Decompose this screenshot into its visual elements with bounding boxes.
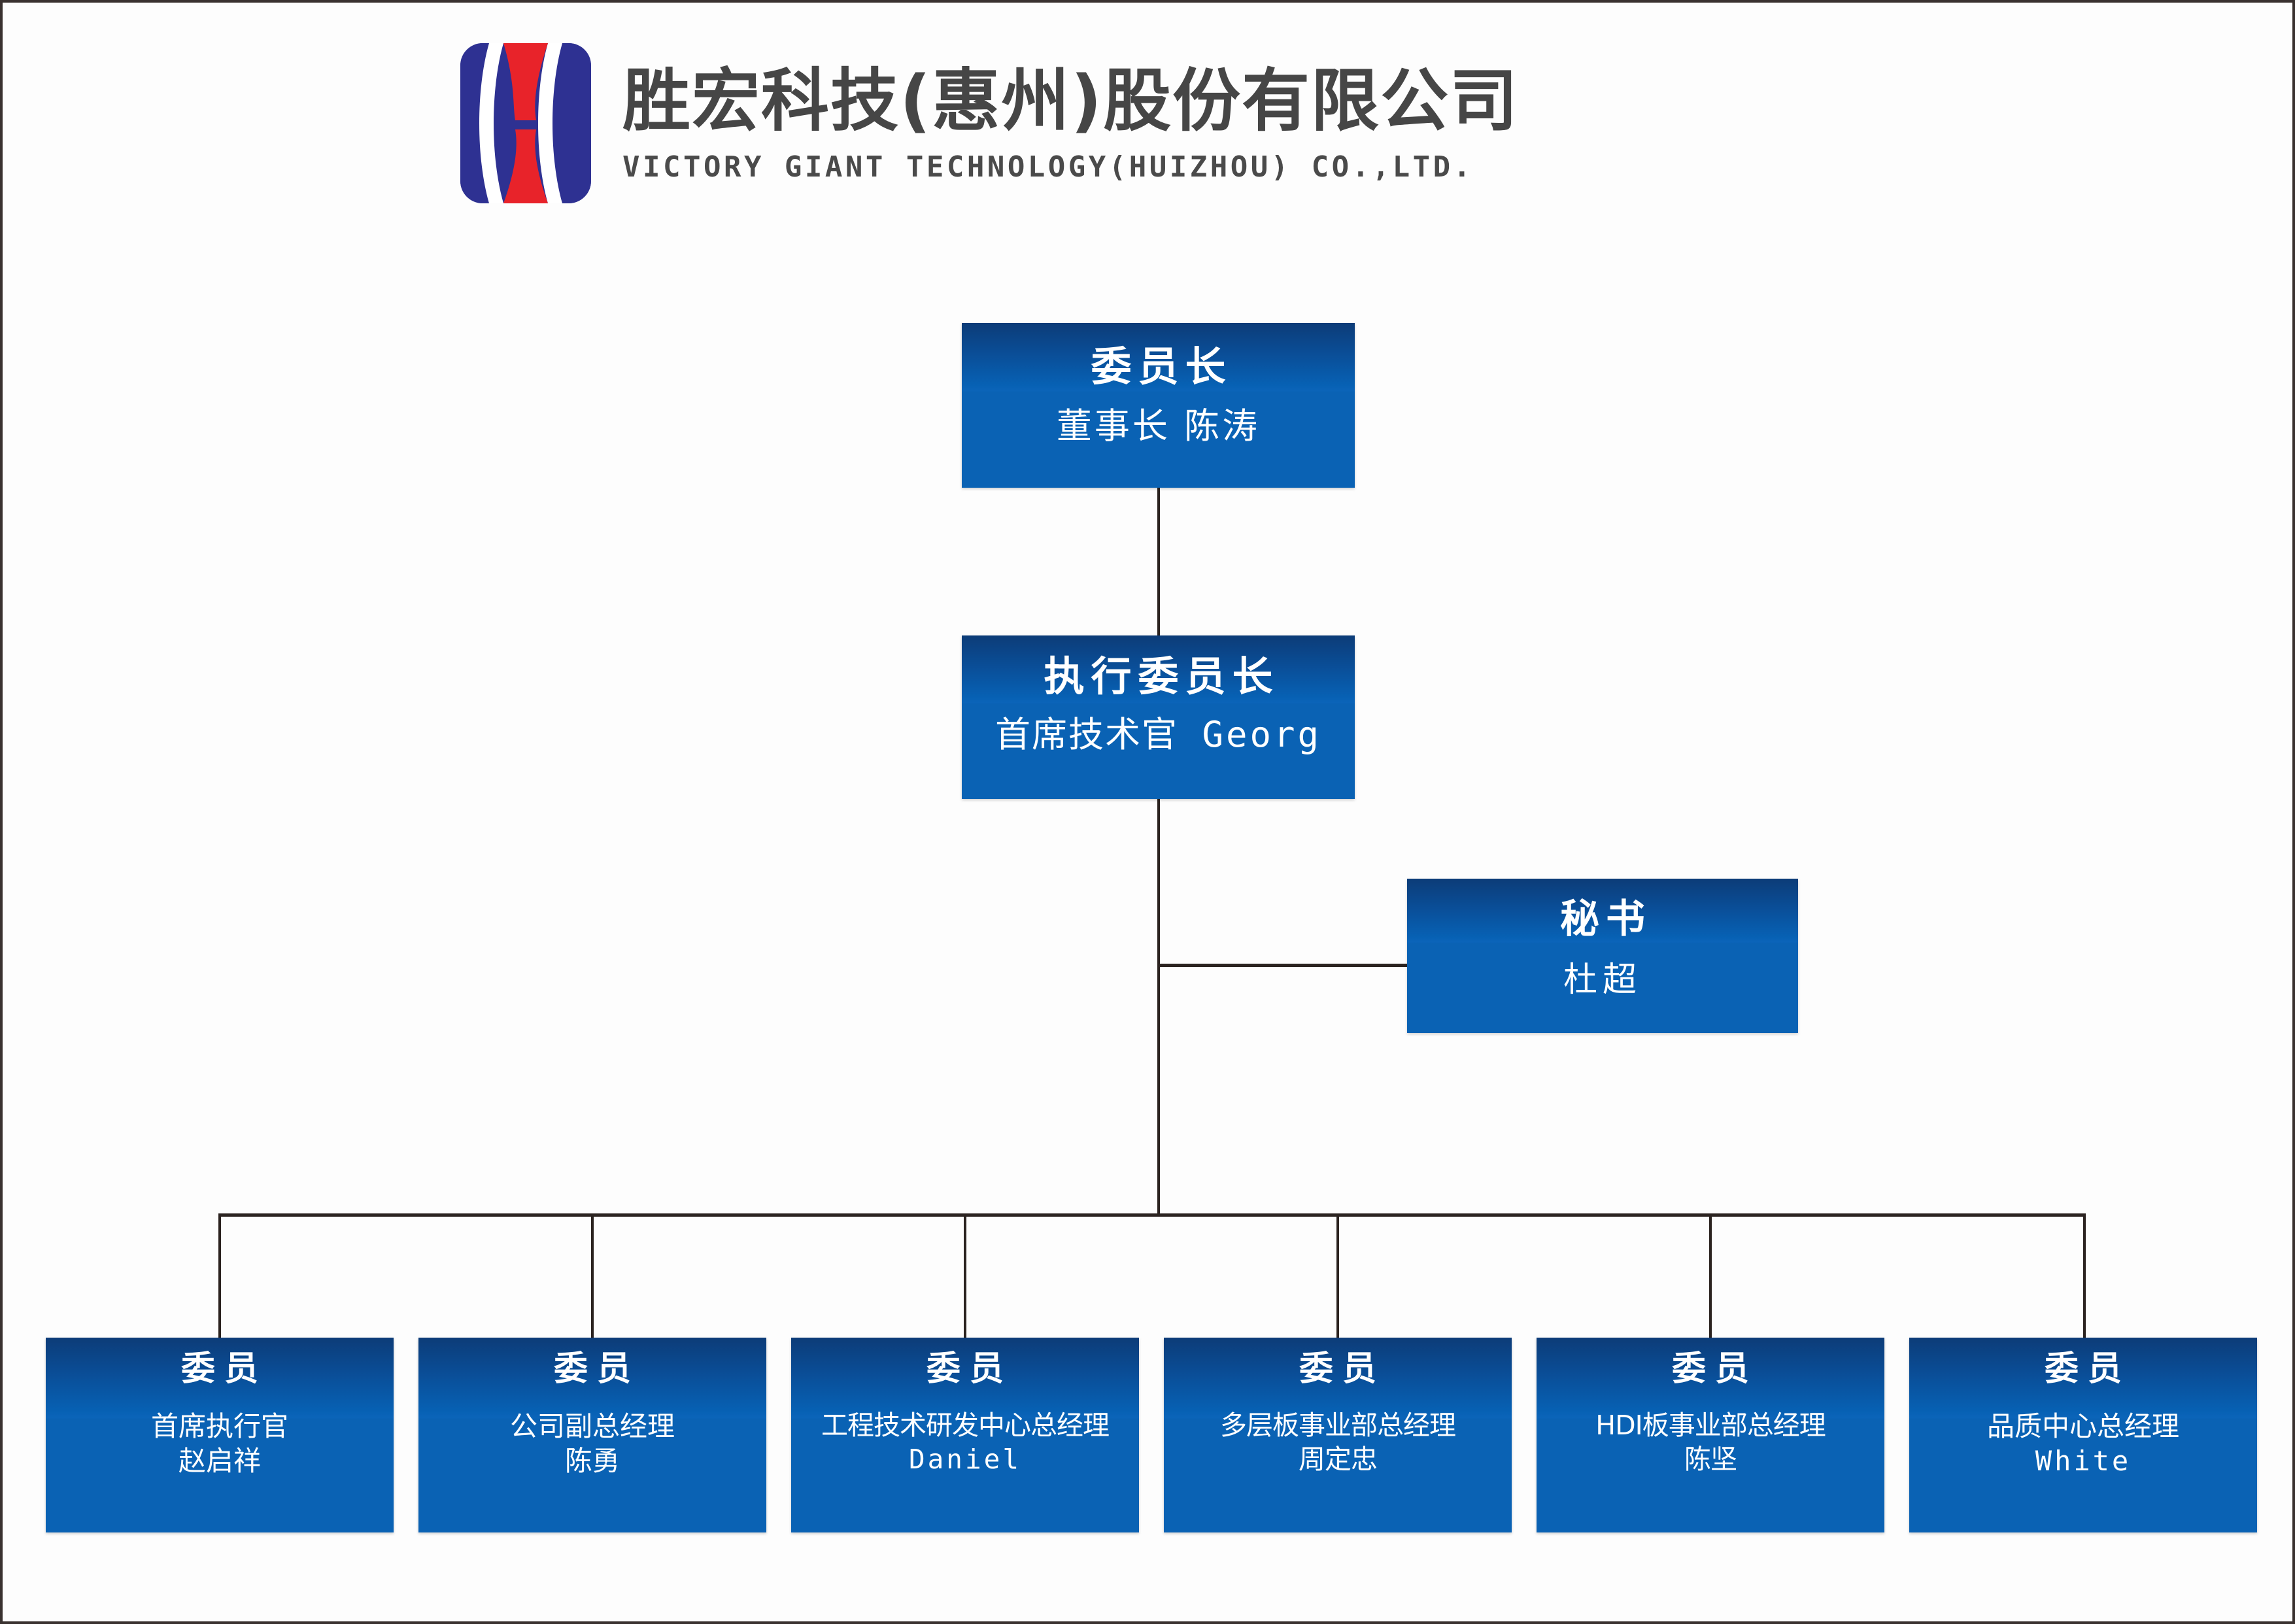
node-member-hdi-gm-person: 陈坚 xyxy=(1684,1443,1737,1475)
node-member-hdi-gm[interactable]: 委员 HDI板事业部总经理 陈坚 xyxy=(1537,1338,1884,1532)
company-name-cn: 胜宏科技(惠州)股份有限公司 xyxy=(622,60,1520,141)
connector-drop-member-2 xyxy=(591,1213,594,1339)
node-member-hdi-gm-detail: HDI板事业部总经理 陈坚 xyxy=(1537,1410,1884,1475)
node-chairman[interactable]: 委员长 董事长 陈涛 xyxy=(962,323,1355,488)
node-member-rnd-gm[interactable]: 委员 工程技术研发中心总经理 Daniel xyxy=(791,1338,1139,1532)
connector-exec-to-secretary xyxy=(1157,964,1408,967)
node-member-deputy-gm-detail: 公司副总经理 陈勇 xyxy=(418,1411,766,1476)
node-secretary-subtitle: 杜超 xyxy=(1563,960,1642,1000)
node-member-ceo-title: 委员 xyxy=(180,1349,267,1389)
node-member-ceo-person: 赵启祥 xyxy=(178,1445,261,1478)
node-member-deputy-gm[interactable]: 委员 公司副总经理 陈勇 xyxy=(418,1338,766,1532)
node-member-ceo-detail: 首席执行官 赵启祥 xyxy=(46,1411,394,1476)
connector-drop-member-6 xyxy=(2083,1213,2086,1339)
node-member-ceo[interactable]: 委员 首席执行官 赵启祥 xyxy=(46,1338,394,1532)
node-chairman-title: 委员长 xyxy=(1091,343,1232,390)
node-member-hdi-gm-title: 委员 xyxy=(1671,1349,1758,1389)
node-member-quality-gm-role: 品质中心总经理 xyxy=(1986,1410,2179,1442)
node-chairman-subtitle: 董事长 陈涛 xyxy=(1056,405,1261,447)
connector-drop-member-1 xyxy=(218,1213,221,1339)
connector-member-distributor xyxy=(218,1213,2086,1217)
company-header: 胜宏科技(惠州)股份有限公司 VICTORY GIANT TECHNOLOGY(… xyxy=(460,43,1519,203)
node-member-rnd-gm-person: Daniel xyxy=(908,1443,1022,1475)
node-executive-chairman-subtitle: 首席技术官 Georg xyxy=(962,715,1355,754)
node-member-quality-gm-detail: 品质中心总经理 White xyxy=(1909,1411,2257,1476)
connector-drop-member-5 xyxy=(1709,1213,1712,1339)
node-executive-chairman[interactable]: 执行委员长 首席技术官 Georg xyxy=(962,635,1355,799)
node-secretary[interactable]: 秘书 杜超 xyxy=(1407,879,1798,1033)
node-executive-chairman-role: 首席技术官 xyxy=(994,714,1178,755)
company-logo-icon xyxy=(460,43,591,203)
connector-drop-member-3 xyxy=(964,1213,966,1339)
node-member-multilayer-gm[interactable]: 委员 多层板事业部总经理 周定忠 xyxy=(1164,1338,1512,1532)
node-member-rnd-gm-title: 委员 xyxy=(926,1349,1013,1389)
node-member-quality-gm-person: White xyxy=(2035,1445,2132,1478)
node-member-multilayer-gm-role: 多层板事业部总经理 xyxy=(1220,1410,1456,1441)
node-executive-chairman-person: Georg xyxy=(1202,714,1322,755)
node-member-hdi-gm-role: HDI板事业部总经理 xyxy=(1595,1410,1826,1441)
node-member-deputy-gm-title: 委员 xyxy=(553,1349,640,1389)
connector-drop-member-4 xyxy=(1336,1213,1339,1339)
node-secretary-title: 秘书 xyxy=(1560,896,1652,942)
node-member-multilayer-gm-title: 委员 xyxy=(1299,1349,1386,1389)
node-member-rnd-gm-detail: 工程技术研发中心总经理 Daniel xyxy=(791,1410,1139,1475)
node-member-multilayer-gm-person: 周定忠 xyxy=(1299,1443,1378,1475)
connector-chair-to-exec xyxy=(1157,488,1160,637)
node-executive-chairman-title: 执行委员长 xyxy=(1044,652,1280,700)
node-member-multilayer-gm-detail: 多层板事业部总经理 周定忠 xyxy=(1164,1410,1512,1475)
company-name-block: 胜宏科技(惠州)股份有限公司 VICTORY GIANT TECHNOLOGY(… xyxy=(622,60,1520,184)
connector-exec-trunk xyxy=(1157,799,1160,1215)
node-member-rnd-gm-role: 工程技术研发中心总经理 xyxy=(821,1410,1110,1441)
node-member-deputy-gm-person: 陈勇 xyxy=(564,1445,620,1478)
company-name-en: VICTORY GIANT TECHNOLOGY(HUIZHOU) CO.,LT… xyxy=(622,150,1474,184)
node-member-ceo-role: 首席执行官 xyxy=(150,1410,288,1442)
node-member-quality-gm[interactable]: 委员 品质中心总经理 White xyxy=(1909,1338,2257,1532)
node-member-deputy-gm-role: 公司副总经理 xyxy=(509,1410,675,1442)
node-member-quality-gm-title: 委员 xyxy=(2044,1349,2131,1389)
